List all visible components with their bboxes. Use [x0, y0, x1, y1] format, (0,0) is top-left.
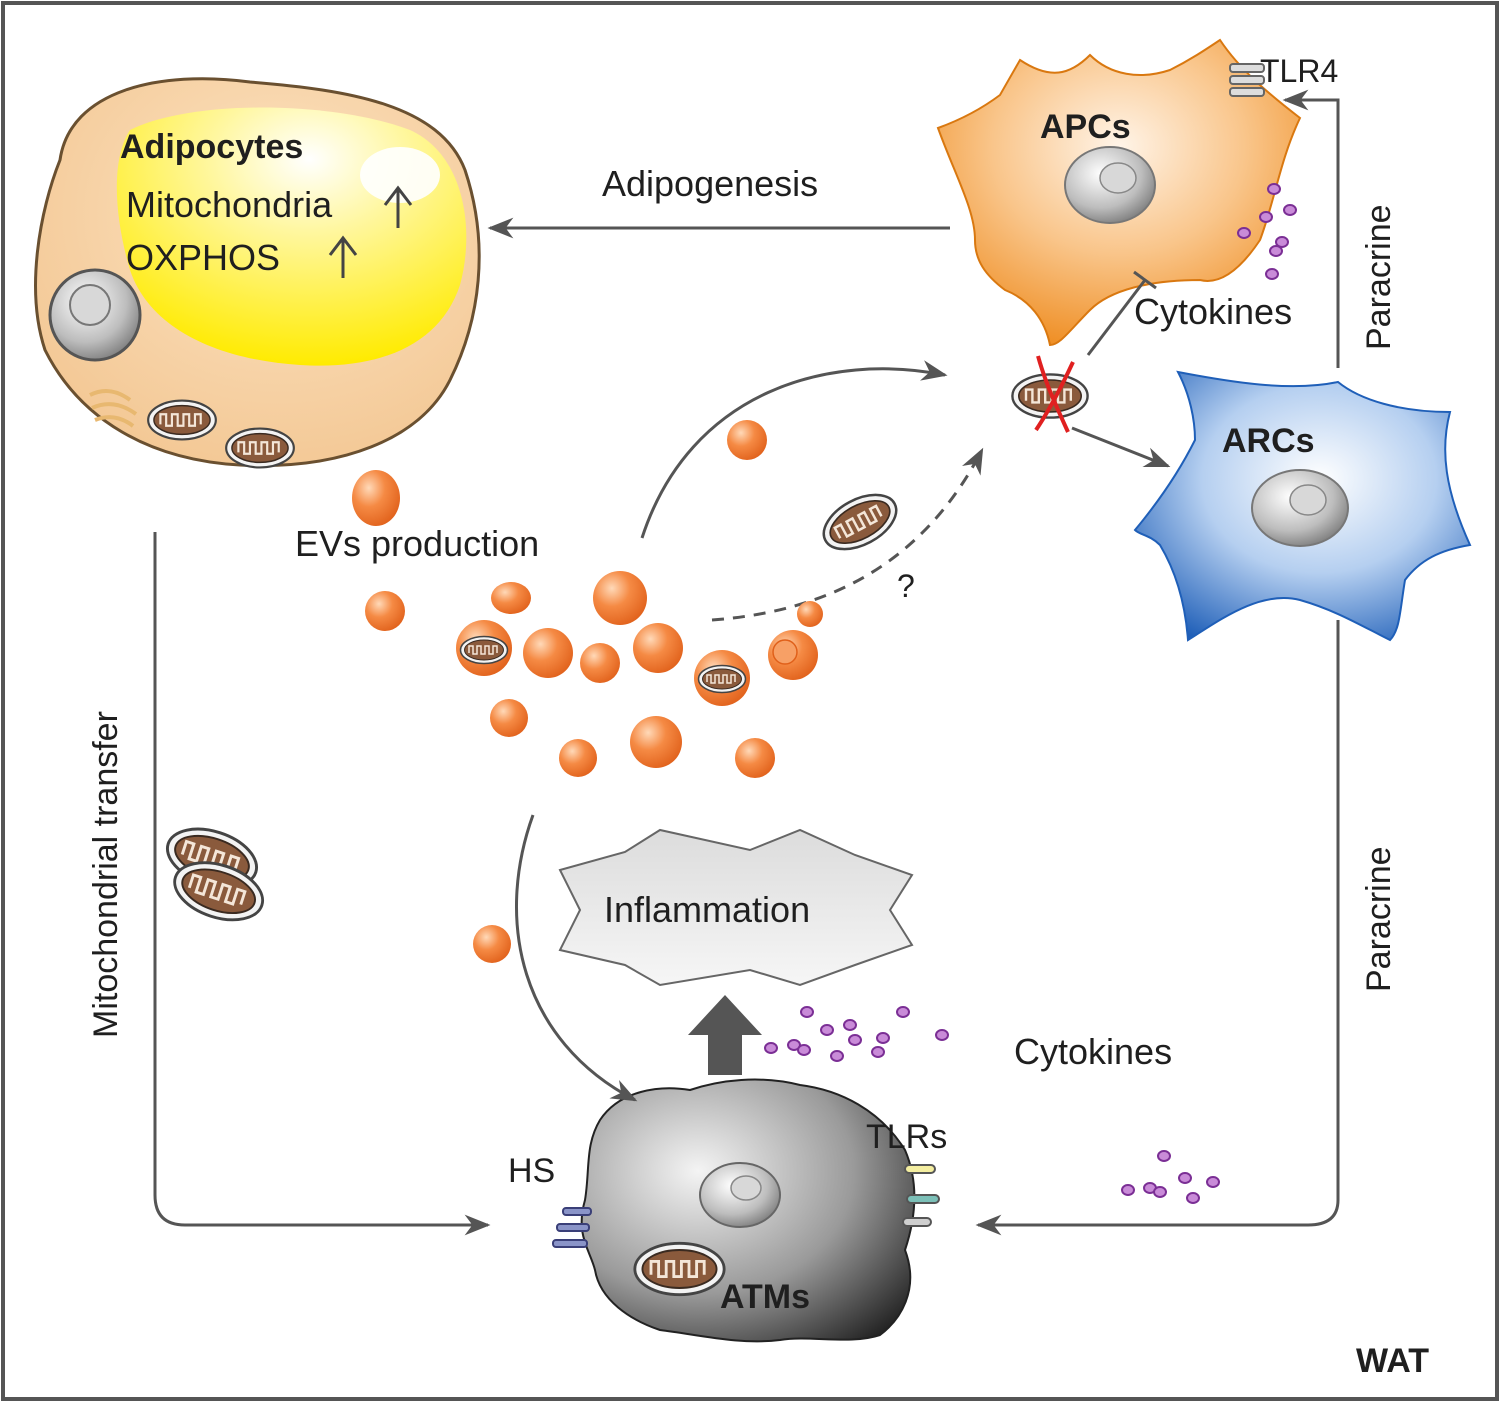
- ev-with-mitochondrion: [694, 650, 750, 706]
- ev-vesicle: [727, 420, 767, 460]
- atm-nucleus: [699, 1162, 781, 1228]
- mito-to-arc-arrow: [1071, 426, 1171, 468]
- question-mark-label: ?: [897, 568, 915, 604]
- ev-to-apc-arrow: [640, 360, 948, 539]
- inflammation-arrow-icon: [688, 995, 762, 1075]
- hs-receptor-icon: [552, 1207, 592, 1248]
- cytokine-cluster-bottom: [1121, 1150, 1220, 1204]
- arcs-label: ARCs: [1222, 422, 1315, 460]
- ev-vesicle: [559, 739, 597, 777]
- cross-icon: [1034, 355, 1075, 433]
- paracrine-bottom-label: Paracrine: [1360, 846, 1398, 992]
- tlrs-receptor-icon: [902, 1164, 940, 1227]
- golgi-shape: [89, 389, 138, 428]
- ev-vesicle: [490, 699, 528, 737]
- atm-cell: HS TLRs ATMs: [508, 1078, 947, 1343]
- cytokines-bottom-label: Cytokines: [1014, 1031, 1172, 1072]
- adipocytes-label: Adipocytes: [120, 128, 303, 166]
- cytokines-inhibition-arrow: [1086, 270, 1157, 356]
- paracrine-bottom-arrow: [975, 620, 1340, 1236]
- ev-vesicle: [797, 601, 823, 627]
- ev-vesicle: [473, 925, 511, 963]
- inflammation-label: Inflammation: [604, 889, 810, 930]
- tlr4-label: TLR4: [1260, 53, 1338, 89]
- ev-vesicle: [630, 716, 682, 768]
- hs-label: HS: [508, 1152, 555, 1190]
- ev-vesicle: [523, 628, 573, 678]
- mito-transfer-arrow: [153, 532, 491, 1236]
- adipocyte-nucleus: [48, 268, 142, 362]
- tlrs-label: TLRs: [866, 1118, 947, 1156]
- ev-vesicle: [491, 582, 531, 614]
- adipocyte-mitochondrion-icon: [147, 399, 217, 441]
- wat-label: WAT: [1356, 1342, 1429, 1380]
- apcs-label: APCs: [1040, 108, 1131, 146]
- atms-label: ATMs: [720, 1278, 810, 1316]
- cytokine-cluster-top: [1237, 183, 1297, 280]
- ev-cluster: [352, 420, 823, 963]
- paracrine-top-label: Paracrine: [1360, 204, 1398, 350]
- up-arrow-icon: [383, 185, 413, 228]
- apc-cell: APCs TLR4: [936, 38, 1338, 347]
- mitochondrion-icon: [459, 635, 509, 665]
- cytokine-cluster-middle: [764, 1006, 949, 1062]
- ev-vesicle: [735, 738, 775, 778]
- tlr4-receptor-icon: [1229, 63, 1265, 97]
- mito-transfer-label: Mitochondrial transfer: [87, 711, 125, 1038]
- paracrine-top-arrow: [1282, 89, 1340, 368]
- apc-nucleus: [1064, 146, 1156, 224]
- lipid-highlight: [360, 147, 440, 203]
- ev-vesicle: [352, 470, 400, 526]
- ev-vesicle: [365, 591, 405, 631]
- adipocyte-mitochondrion-icon: [225, 427, 295, 469]
- adipogenesis-label: Adipogenesis: [602, 163, 818, 204]
- arc-nucleus: [1251, 469, 1349, 547]
- crossed-mitochondrion: [1011, 355, 1089, 433]
- ev-vesicle: [633, 623, 683, 673]
- cytokines-top-label: Cytokines: [1134, 291, 1292, 332]
- adipocyte-cell: Adipocytes Mitochondria OXPHOS: [34, 77, 481, 469]
- up-arrow-icon: [328, 235, 358, 278]
- evs-production-label: EVs production: [295, 523, 539, 564]
- ev-vesicle: [580, 643, 620, 683]
- ev-with-mitochondrion: [456, 620, 512, 676]
- mitochondrion-icon: [697, 664, 747, 694]
- ev-dashed-arrow: [711, 447, 984, 622]
- ev-to-atm-arrow: [515, 814, 638, 1102]
- arc-cell: ARCs: [1133, 370, 1472, 642]
- mitochondria-label: Mitochondria: [126, 184, 333, 225]
- ev-vesicle-double: [768, 630, 818, 680]
- oxphos-label: OXPHOS: [126, 237, 280, 278]
- ev-vesicle: [593, 571, 647, 625]
- atm-mitochondrion-icon: [633, 1241, 726, 1297]
- inflammation-shape: Inflammation: [558, 828, 914, 987]
